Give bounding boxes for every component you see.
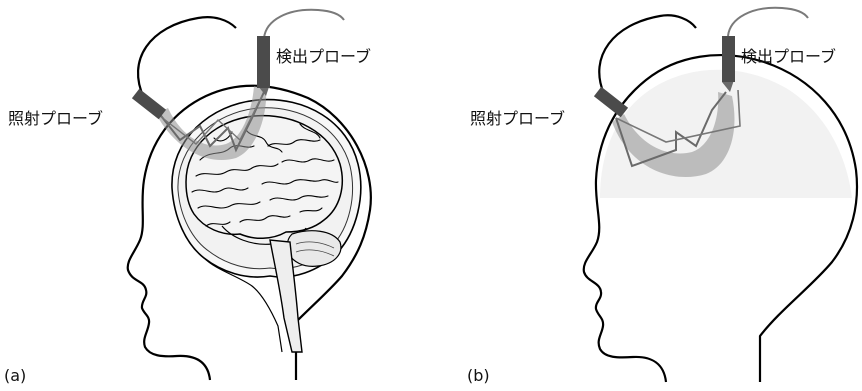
detector-label-a: 検出プローブ <box>276 47 371 66</box>
emitter-label-a: 照射プローブ <box>8 109 103 128</box>
emitter-label-b: 照射プローブ <box>470 109 565 128</box>
panel-a: 照射プローブ 検出プローブ (a) <box>4 10 371 385</box>
detector-probe-a <box>257 36 270 88</box>
panel-tag-a: (a) <box>4 366 26 385</box>
detector-cable-a <box>264 10 344 38</box>
emitter-cable-a <box>138 17 236 98</box>
detector-cable-b <box>728 8 808 36</box>
emitter-probe-a <box>132 89 166 119</box>
panel-b: 照射プローブ 検出プローブ (b) <box>467 8 857 385</box>
detector-label-b: 検出プローブ <box>741 47 836 66</box>
cerebrum <box>186 116 342 239</box>
panel-tag-b: (b) <box>467 366 490 385</box>
cerebellum <box>287 231 341 267</box>
detector-probe-b <box>722 36 735 82</box>
